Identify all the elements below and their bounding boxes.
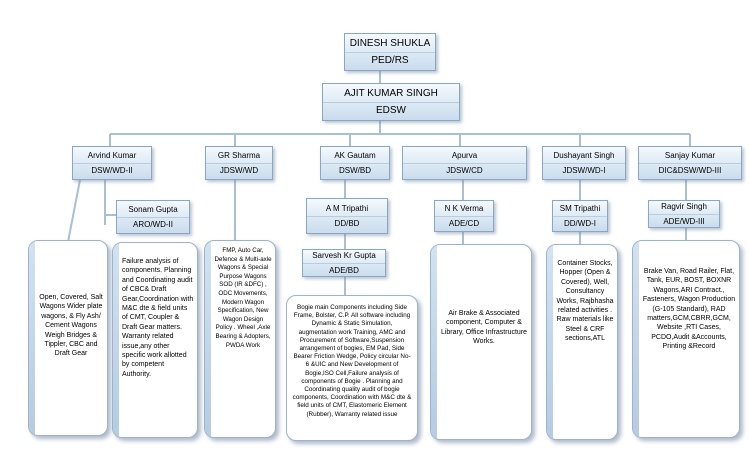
person-role: DD/BD [334, 218, 360, 228]
person-role: DSW/BD [339, 165, 371, 175]
box-accent [205, 241, 211, 437]
duties-ak-gautam: Bogie main Components including Side Fra… [286, 295, 418, 441]
org-box-sm-tripathi: SM Tripathi DD/WD-I [552, 200, 608, 232]
duties-text: Air Brake & Associated component, Comput… [440, 310, 528, 346]
box-accent [633, 241, 639, 437]
person-role: DSW/WD-II [91, 165, 133, 175]
org-box-nk-verma: N K Verma ADE/CD [434, 200, 494, 232]
person-name: Sonam Gupta [128, 204, 178, 214]
duties-text: Bogie main Components including Side Fra… [292, 304, 412, 418]
org-box-apurva: Apurva JDSW/CD [402, 146, 527, 180]
person-role: DD/WD-I [564, 218, 596, 228]
box-accent [431, 245, 437, 439]
divider [117, 216, 189, 218]
person-role: DIC&DSW/WD-III [658, 165, 722, 175]
person-name: AJIT KUMAR SINGH [344, 87, 438, 99]
org-box-ajit-kumar-singh: AJIT KUMAR SINGH EDSW [322, 83, 460, 121]
org-box-sonam-gupta: Sonam Gupta ARO/WD-II [116, 200, 190, 234]
person-name: GR Sharma [217, 150, 261, 160]
person-name: SM Tripathi [559, 203, 601, 213]
divider [435, 215, 493, 217]
divider [403, 162, 526, 164]
org-box-dinesh-shukla: DINESH SHUKLA PED/RS [344, 33, 436, 71]
person-name: Arvind Kumar [87, 150, 137, 160]
person-role: ARO/WD-II [133, 219, 173, 229]
divider [553, 215, 607, 217]
divider [323, 101, 459, 103]
divider [321, 162, 389, 164]
divider [639, 162, 741, 164]
person-role: JDSW/WD-I [562, 165, 606, 175]
box-accent [547, 245, 553, 439]
duties-gr-sharma: FMP, Auto Car, Defence & Multi-axle Wago… [204, 240, 276, 438]
box-accent [29, 241, 35, 435]
org-box-sanjay-kumar: Sanjay Kumar DIC&DSW/WD-III [638, 146, 742, 180]
person-name: Sarvesh Kr Gupta [312, 250, 376, 260]
person-role: ADE/WD-III [663, 216, 705, 226]
org-box-dushayant-singh: Dushayant Singh JDSW/WD-I [542, 146, 626, 180]
divider [345, 51, 435, 53]
org-box-sarvesh-kr-gupta: Sarvesh Kr Gupta ADE/BD [302, 249, 386, 277]
duties-text: Failure analysis of components. Planning… [122, 258, 194, 378]
duties-text: FMP, Auto Car, Defence & Multi-axle Wago… [214, 247, 272, 349]
duties-apurva: Air Brake & Associated component, Comput… [430, 244, 532, 440]
person-name: Ragvir Singh [661, 201, 707, 211]
org-box-ak-gautam: AK Gautam DSW/BD [320, 146, 390, 180]
org-box-gr-sharma: GR Sharma JDSW/WD [205, 146, 273, 180]
divider [73, 162, 151, 164]
person-role: EDSW [376, 104, 406, 116]
divider [307, 215, 387, 217]
person-name: Sanjay Kumar [664, 150, 716, 160]
person-role: ADE/BD [329, 265, 359, 275]
duties-arvind-kumar: Open, Covered, Salt Wagons Wider plate w… [28, 240, 108, 436]
duties-text: Container Stocks, Hopper (Open & Covered… [556, 260, 614, 343]
divider [543, 162, 625, 164]
duties-sonam-gupta: Failure analysis of components. Planning… [112, 242, 198, 438]
person-name: A M Tripathi [325, 203, 369, 213]
person-role: PED/RS [371, 54, 409, 66]
person-name: AK Gautam [334, 150, 376, 160]
box-accent [113, 243, 119, 437]
org-box-arvind-kumar: Arvind Kumar DSW/WD-II [72, 146, 152, 180]
divider [303, 262, 385, 264]
person-name: Dushayant Singh [553, 150, 615, 160]
person-name: N K Verma [444, 203, 484, 213]
duties-sanjay-kumar: Brake Van, Road Railer, Flat, Tank, EUR,… [632, 240, 740, 438]
person-name: Apurva [451, 150, 478, 160]
person-role: JDSW/CD [446, 165, 483, 175]
person-role: JDSW/WD [219, 165, 259, 175]
org-box-am-tripathi: A M Tripathi DD/BD [306, 198, 388, 234]
duties-text: Open, Covered, Salt Wagons Wider plate w… [39, 294, 103, 358]
person-name: DINESH SHUKLA [349, 37, 431, 49]
divider [206, 162, 272, 164]
divider [649, 213, 719, 215]
org-box-ragvir-singh: Ragvir Singh ADE/WD-III [648, 200, 720, 228]
duties-dushayant-singh: Container Stocks, Hopper (Open & Covered… [546, 244, 618, 440]
duties-text: Brake Van, Road Railer, Flat, Tank, EUR,… [642, 268, 736, 351]
person-role: ADE/CD [448, 218, 480, 228]
